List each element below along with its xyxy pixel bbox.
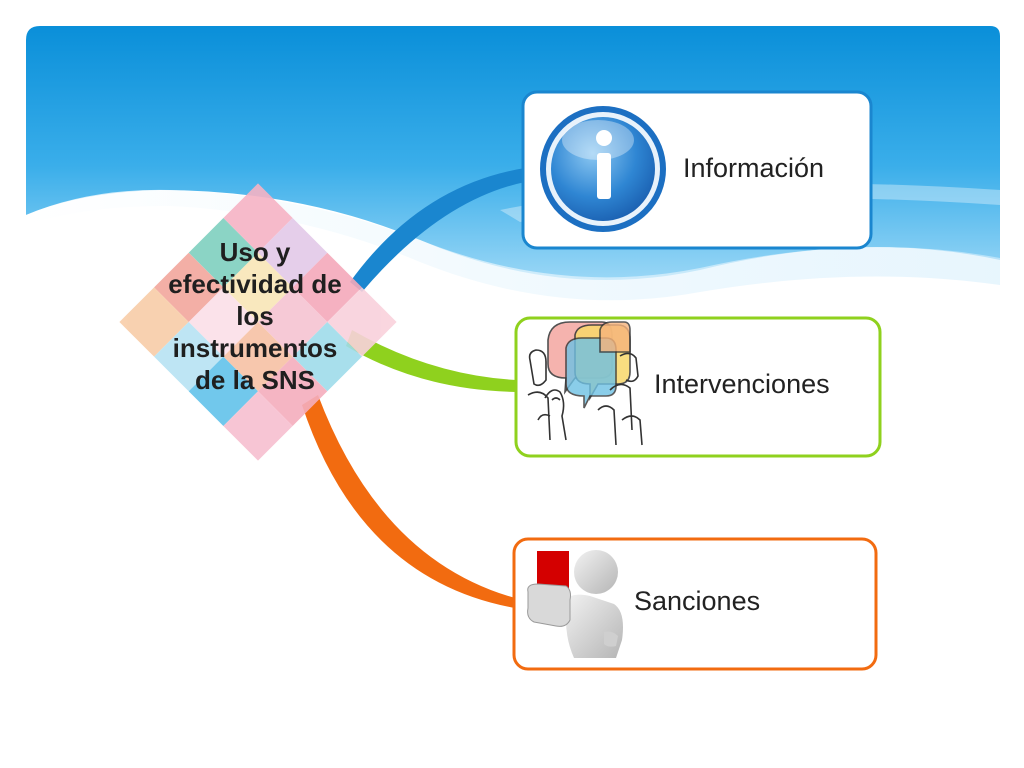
red-card-figure-icon [527, 550, 623, 658]
info-icon [540, 106, 666, 232]
central-topic-line-1: Uso y [219, 237, 291, 267]
branch-label-intervenciones: Intervenciones [654, 369, 830, 399]
branch-label-sanciones: Sanciones [634, 586, 761, 616]
crowd-speech-icon [527, 321, 643, 446]
central-topic-line-5: de la SNS [195, 365, 315, 395]
connector-sanciones [302, 395, 515, 608]
branch-label-informacion: Información [683, 153, 825, 183]
central-topic-title: Uso y efectividad de los instrumentos de… [140, 236, 370, 396]
central-topic-line-4: instrumentos [172, 333, 338, 363]
connector-intervenciones [346, 330, 516, 392]
central-topic-line-3: los [236, 301, 274, 331]
central-topic-line-2: efectividad de [168, 269, 342, 299]
connector-informacion [350, 168, 525, 292]
